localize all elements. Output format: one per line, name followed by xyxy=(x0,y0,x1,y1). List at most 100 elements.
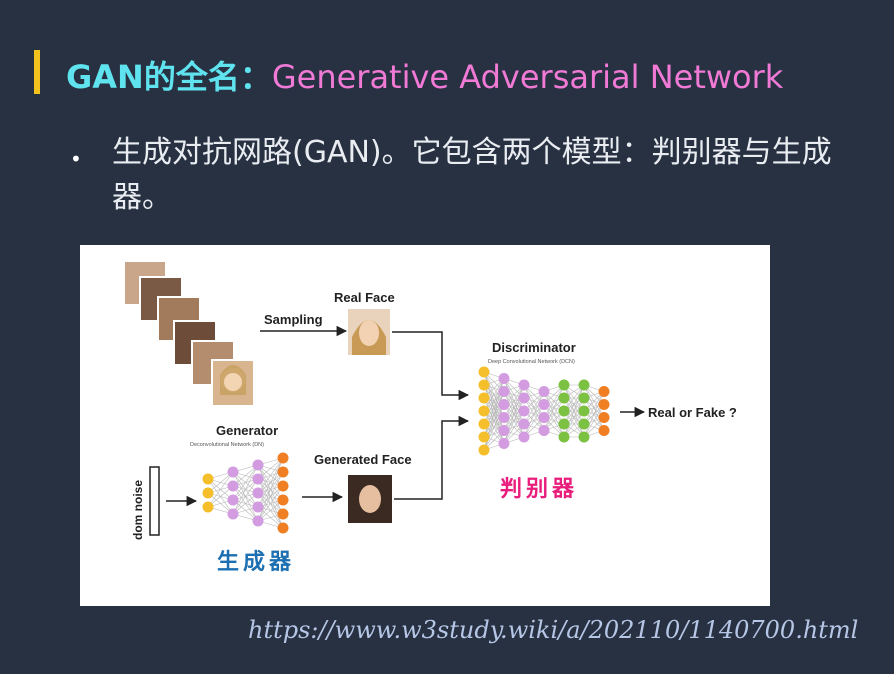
network-node xyxy=(598,425,610,436)
network-edge xyxy=(483,417,505,451)
network-edge xyxy=(583,404,605,438)
generated-face-image xyxy=(348,475,392,523)
generator-sublabel: Deconvolutional Network (DN) xyxy=(190,442,264,448)
gan-diagram: Sampling Real Face Generator Deconvoluti… xyxy=(123,260,737,575)
network-edge xyxy=(503,384,525,418)
network-node xyxy=(498,412,510,423)
network-node xyxy=(518,405,530,417)
network-edge xyxy=(257,471,284,522)
network-edge xyxy=(543,397,565,431)
network-node xyxy=(538,399,550,410)
network-node xyxy=(538,386,550,397)
network-node xyxy=(478,444,490,456)
bullet-text: 生成对抗网路(GAN)。它包含两个模型：判别器与生成器。 xyxy=(112,135,832,215)
network-edge xyxy=(257,485,284,522)
network-node xyxy=(478,366,490,378)
real-face-image xyxy=(348,309,390,355)
network-node xyxy=(202,473,214,485)
network-edge xyxy=(543,384,565,418)
sampling-label: Sampling xyxy=(264,312,323,327)
output-label: Real or Fake ? xyxy=(648,405,737,420)
network-node xyxy=(498,399,510,410)
generated-face-label: Generated Face xyxy=(314,452,412,467)
network-edge xyxy=(207,471,234,508)
network-node xyxy=(277,480,289,492)
network-node xyxy=(538,425,550,436)
real-face-label: Real Face xyxy=(334,290,395,305)
generator-cn-label: 生成器 xyxy=(217,550,295,575)
generated-face-arrow xyxy=(394,415,470,500)
network-edge xyxy=(503,384,525,431)
title-prefix: GAN的全名： xyxy=(66,58,272,96)
network-edge xyxy=(563,397,585,438)
network-node xyxy=(558,418,570,430)
network-node xyxy=(277,494,289,506)
discriminator-cn-label: 判别器 xyxy=(500,477,578,502)
network-edge xyxy=(523,404,545,438)
network-node xyxy=(227,466,239,478)
network-node xyxy=(277,466,289,478)
network-node xyxy=(252,459,264,471)
network-node xyxy=(558,431,570,443)
network-edge xyxy=(503,410,525,444)
discriminator-label: Discriminator xyxy=(492,340,576,355)
slide-title: GAN的全名：Generative Adversarial Network xyxy=(66,52,783,98)
network-node xyxy=(578,392,590,404)
network-node xyxy=(518,418,530,430)
network-node xyxy=(202,487,214,499)
network-edge xyxy=(523,391,545,425)
network-node xyxy=(578,418,590,430)
network-node xyxy=(598,399,610,410)
network-node xyxy=(478,392,490,404)
network-node xyxy=(498,386,510,397)
gan-diagram-figure: Sampling Real Face Generator Deconvoluti… xyxy=(80,245,770,606)
noise-label: dom noise xyxy=(131,480,145,540)
discriminator-network xyxy=(478,366,610,456)
network-edge xyxy=(483,378,505,425)
network-node xyxy=(277,508,289,520)
network-node xyxy=(558,392,570,404)
network-node xyxy=(227,494,239,506)
network-node xyxy=(478,418,490,430)
network-node xyxy=(558,379,570,391)
network-node xyxy=(578,379,590,391)
network-node xyxy=(277,452,289,464)
network-node xyxy=(277,522,289,534)
network-edge xyxy=(483,378,505,412)
network-edge xyxy=(483,404,505,451)
network-node xyxy=(478,431,490,443)
network-node xyxy=(558,405,570,417)
network-node xyxy=(498,425,510,436)
noise-vector xyxy=(149,466,160,536)
network-edge xyxy=(257,457,284,494)
network-node xyxy=(498,373,510,384)
network-edge xyxy=(232,464,259,515)
network-node xyxy=(252,487,264,499)
network-node xyxy=(538,412,550,423)
network-node xyxy=(478,379,490,391)
network-node xyxy=(518,379,530,391)
real-face-stack xyxy=(123,260,255,407)
network-node xyxy=(598,412,610,423)
network-node xyxy=(227,508,239,520)
network-edge xyxy=(232,478,259,515)
real-face-arrow xyxy=(392,331,470,401)
network-node xyxy=(498,438,510,449)
network-node xyxy=(202,501,214,513)
network-node xyxy=(518,431,530,443)
network-node xyxy=(578,405,590,417)
network-node xyxy=(252,501,264,513)
network-node xyxy=(578,431,590,443)
network-edge xyxy=(583,391,605,438)
generator-network xyxy=(202,452,289,534)
discriminator-sublabel: Deep Convolutional Network (DCN) xyxy=(488,359,575,365)
network-edge xyxy=(523,391,545,438)
network-node xyxy=(227,480,239,492)
bullet-icon: • xyxy=(70,147,82,171)
network-edge xyxy=(257,457,284,508)
network-node xyxy=(252,473,264,485)
network-node xyxy=(252,515,264,527)
network-edge xyxy=(543,384,565,431)
source-url: https://www.w3study.wiki/a/202110/114070… xyxy=(248,616,859,644)
network-node xyxy=(478,405,490,417)
